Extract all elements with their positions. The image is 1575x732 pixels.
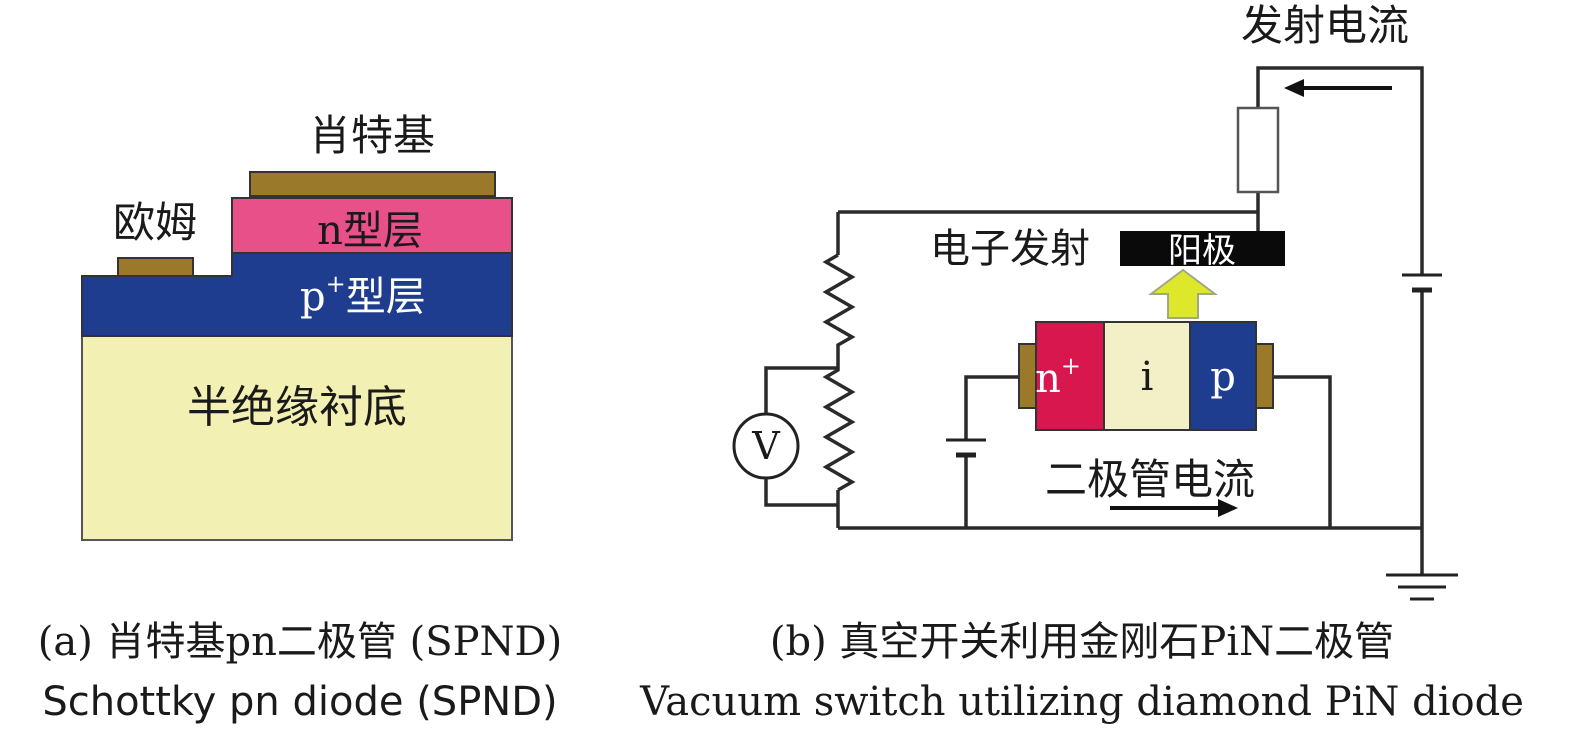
schottky-contact	[249, 171, 496, 197]
p-region-label: p	[1210, 354, 1236, 400]
p-layer-rest: 型层	[346, 274, 426, 320]
voltmeter-label: V	[751, 424, 780, 468]
pin-p-region	[1189, 321, 1257, 431]
voltmeter-top-wire	[764, 366, 838, 415]
schottky-label: 肖特基	[309, 111, 435, 160]
anode-label: 阳极	[1168, 231, 1236, 271]
inner-left-wire-top	[964, 375, 1020, 440]
substrate-label: 半绝缘衬底	[187, 382, 407, 433]
voltmeter	[732, 412, 800, 480]
n-layer	[231, 197, 513, 254]
n-layer-label: n型层	[317, 208, 423, 254]
emission-current-arrowhead	[1284, 79, 1304, 97]
pin-i-region	[1103, 321, 1191, 431]
i-region-label: i	[1141, 354, 1154, 400]
pin-left-contact	[1018, 343, 1037, 409]
zigzag-resistor	[822, 253, 856, 492]
ohmic-contact	[117, 257, 194, 277]
panel-b-circuit: V 阳极 n+ i p 发射电流 电子发	[732, 1, 1458, 601]
diode-current-label: 二极管电流	[1045, 455, 1255, 504]
anode	[1120, 231, 1285, 266]
load-resistor	[1236, 106, 1280, 194]
emission-current-label: 发射电流	[1241, 1, 1409, 50]
diode-current-arrowhead	[1218, 499, 1238, 517]
caption-a-cn: (a) 肖特基pn二极管 (SPND)	[38, 619, 562, 665]
n-plus-sup: +	[1061, 352, 1081, 380]
pin-right-contact	[1255, 343, 1274, 409]
inner-right-wire	[1273, 375, 1332, 528]
caption-b-en: Vacuum switch utilizing diamond PiN diod…	[639, 679, 1524, 725]
caption-a-en: Schottky pn diode (SPND)	[42, 679, 557, 725]
caption-b-cn: (b) 真空开关利用金刚石PiN二极管	[770, 619, 1394, 665]
ohmic-label: 欧姆	[113, 198, 197, 247]
electron-emission-label: 电子发射	[930, 226, 1090, 272]
panel-a-diagram: 肖特基 欧姆 n型层 p+型层 半绝缘衬底	[81, 111, 513, 541]
voltmeter-bottom-wire	[764, 478, 838, 507]
electron-emission-arrow	[1148, 268, 1218, 319]
n-plus-base: n	[1035, 356, 1061, 402]
p-layer-label: p+型层	[300, 270, 426, 320]
right-outer-top-wire	[1256, 66, 1424, 275]
p-layer-sup: +	[326, 270, 346, 298]
n-plus-label: n+	[1035, 352, 1081, 402]
substrate-layer	[81, 334, 513, 541]
p-layer-base: p	[300, 274, 326, 320]
pin-n-plus-region	[1035, 321, 1105, 431]
